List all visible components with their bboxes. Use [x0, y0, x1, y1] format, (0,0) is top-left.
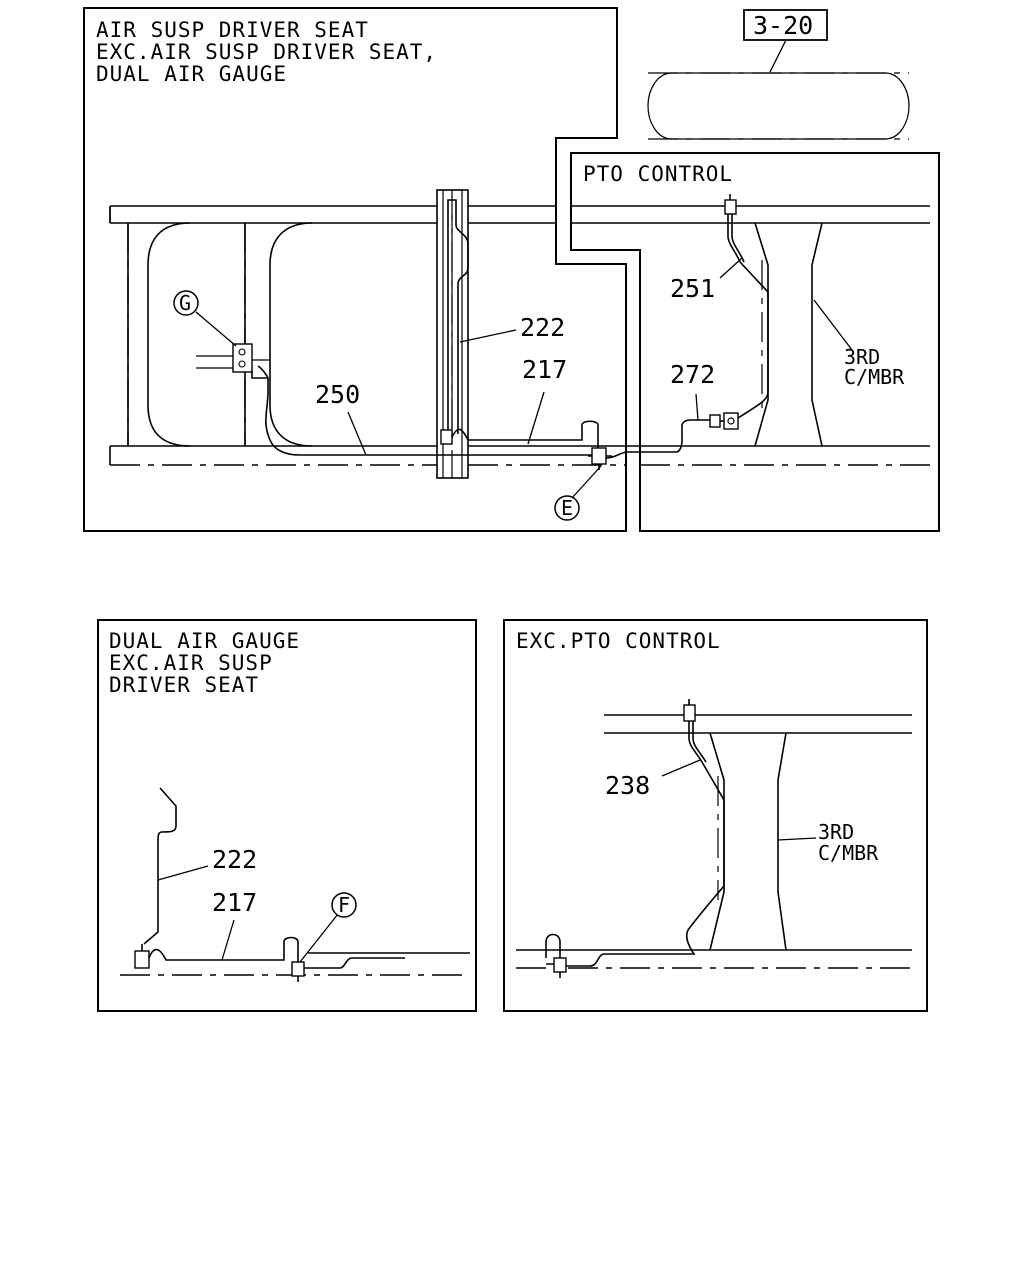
- third-cm-right: [811, 222, 823, 447]
- callout-272: 272: [670, 360, 715, 389]
- bracket-g-hole-2: [238, 360, 246, 368]
- panel-air-susp-header-1: AIR SUSP DRIVER SEAT: [96, 18, 369, 42]
- panel-dual-air-gauge: DUAL AIR GAUGE EXC.AIR SUSP DRIVER SEAT …: [97, 619, 477, 1012]
- lead-g: [195, 311, 237, 347]
- exc-cm-left: [709, 732, 725, 951]
- marker-e-circle: [554, 495, 580, 521]
- dual-tee-arms: [297, 957, 405, 982]
- lead-217: [527, 391, 545, 445]
- panel-exc-pto: EXC.PTO CONTROL 238 3RD C/MBR: [503, 619, 928, 1012]
- bracket-g-lines: [196, 355, 270, 369]
- marker-g-circle: [173, 290, 199, 316]
- seat-pocket-1: [147, 222, 191, 447]
- air-tank-reference: 3-20: [647, 9, 910, 140]
- panel-dual-header-3: DRIVER SEAT: [109, 673, 259, 697]
- panel-air-susp: AIR SUSP DRIVER SEAT EXC.AIR SUSP DRIVER…: [83, 7, 627, 532]
- member-pto-line2: C/MBR: [844, 365, 905, 389]
- lead-251: [719, 257, 743, 279]
- lead-3rd-pto: [813, 299, 853, 351]
- exc-cm-right: [777, 732, 787, 951]
- bracket-g: [232, 343, 253, 373]
- panel-dual-frame: [97, 619, 477, 1012]
- panel-air-susp-header-3: DUAL AIR GAUGE: [96, 62, 287, 86]
- callout-250: 250: [315, 380, 360, 409]
- exc-member-line1: 3RD: [818, 820, 854, 844]
- marker-e: E: [561, 496, 573, 520]
- panel-exc-pto-frame: [503, 619, 928, 1012]
- air-tank-centerline: [648, 72, 909, 140]
- seat-pocket-2: [269, 222, 313, 447]
- lead-272: [695, 393, 699, 421]
- exc-pipe-238: [566, 721, 725, 967]
- callouts-main: 222 217 250 G E 251 272 3RD C/MBR: [173, 257, 905, 521]
- callout-251: 251: [670, 274, 715, 303]
- dual-fitting-222: [134, 950, 150, 969]
- marker-f-circle: [331, 892, 357, 918]
- lead-e: [571, 465, 602, 499]
- panel-air-susp-frame: [83, 7, 627, 532]
- pipe-222: [447, 199, 469, 434]
- fitting-272: [709, 414, 721, 428]
- dual-tee-f: [291, 961, 305, 977]
- dual-lead-222: [157, 865, 209, 881]
- marker-f: F: [338, 893, 350, 917]
- dual-callout-222: 222: [212, 845, 257, 874]
- callout-222: 222: [520, 313, 565, 342]
- tee-e: [591, 447, 607, 465]
- marker-g: G: [179, 291, 191, 315]
- exc-lead-3rd: [777, 837, 817, 841]
- pipes-main: [196, 194, 769, 470]
- pipe-250: [251, 370, 594, 456]
- callout-217: 217: [522, 355, 567, 384]
- exc-pipe-238-b: [692, 721, 707, 763]
- exc-callout-238: 238: [605, 771, 650, 800]
- exc-tee: [553, 957, 567, 973]
- exc-tee-arms: [545, 933, 561, 978]
- pipe-250-b: [257, 365, 269, 379]
- ref-box: [743, 9, 828, 41]
- panel-dual-header-2: EXC.AIR SUSP: [109, 651, 273, 675]
- ref-leader: [769, 39, 787, 73]
- exc-lead-238: [661, 759, 701, 777]
- pipe-217: [451, 420, 599, 450]
- dual-lead-217: [221, 919, 235, 961]
- dual-callout-217: 217: [212, 888, 257, 917]
- member-pto-line1: 3RD: [844, 345, 880, 369]
- panel-pto-frame: [570, 152, 940, 532]
- lead-222: [459, 329, 517, 343]
- fitting-251: [724, 199, 737, 215]
- panel-air-susp-header-2: EXC.AIR SUSP DRIVER SEAT,: [96, 40, 437, 64]
- panel-pto-control: PTO CONTROL: [570, 152, 940, 532]
- exc-member-line2: C/MBR: [818, 841, 879, 865]
- fitting-222: [440, 429, 453, 445]
- dual-pipe-222: [143, 787, 177, 945]
- valve-272-dot: [727, 417, 735, 425]
- ref-box-label: 3-20: [753, 11, 813, 40]
- third-crossmember-pto: [754, 222, 823, 447]
- pipe-272: [605, 419, 716, 459]
- pipe-251: [727, 214, 769, 419]
- bracket-g-hole-1: [238, 348, 246, 356]
- dual-pipe-217: [148, 936, 299, 962]
- panel-exc-pto-header: EXC.PTO CONTROL: [516, 629, 721, 653]
- pipe-251-b: [731, 214, 745, 263]
- frame-rails-main: [109, 205, 930, 466]
- panel-pto-header: PTO CONTROL: [583, 162, 733, 186]
- exc-fitting-top: [683, 704, 696, 722]
- panel-dual-header-1: DUAL AIR GAUGE: [109, 629, 300, 653]
- lead-250: [347, 411, 367, 456]
- air-tank: [647, 72, 910, 140]
- dual-lead-f: [299, 913, 339, 963]
